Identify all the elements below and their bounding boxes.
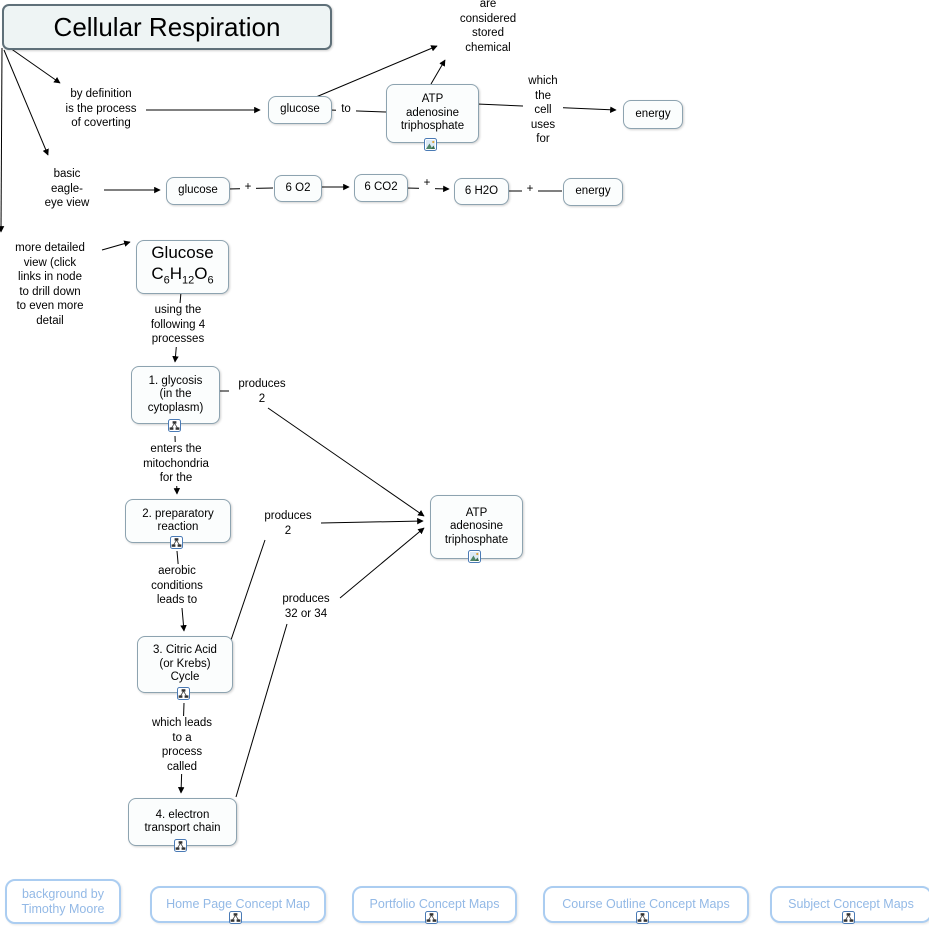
cmap-link-icon[interactable]: [170, 536, 183, 549]
link-title-to-bydefinition: [9, 47, 61, 84]
link-label-aerobic: aerobic conditions leads to: [143, 564, 211, 608]
cmap-link-icon[interactable]: [229, 911, 242, 924]
link-label-are-considered: are considered stored chemical: [450, 0, 526, 55]
link-produces2b-to-atp: [320, 517, 424, 525]
node-atp-detail[interactable]: ATP adenosine triphosphate: [430, 495, 523, 559]
link-label-produces-2a: produces 2: [230, 377, 294, 406]
link-label-plus-3: +: [522, 182, 538, 197]
link-label-to: to: [336, 102, 356, 117]
node-energy-top[interactable]: energy: [623, 100, 683, 129]
node-preparatory-reaction[interactable]: 2. preparatory reaction: [125, 499, 231, 543]
cmap-link-icon[interactable]: [636, 911, 649, 924]
cmap-link-icon[interactable]: [168, 419, 181, 432]
node-electron-transport-chain[interactable]: 4. electron transport chain: [128, 798, 237, 846]
link-label-more-detailed: more detailed view (click links in node …: [0, 241, 100, 328]
node-energy-equation[interactable]: energy: [563, 178, 623, 206]
background-credit-button[interactable]: background by Timothy Moore: [5, 879, 121, 924]
link-label-by-definition: by definition is the process of covertin…: [58, 87, 144, 131]
node-citric-acid-cycle[interactable]: 3. Citric Acid (or Krebs) Cycle: [137, 636, 233, 693]
node-glycolysis[interactable]: 1. glycosis (in the cytoplasm): [131, 366, 220, 424]
node-6o2[interactable]: 6 O2: [274, 175, 322, 202]
link-label-which-leads: which leads to a process called: [148, 716, 216, 774]
link-label-basic-view: basic eagle- eye view: [32, 167, 102, 211]
node-6co2[interactable]: 6 CO2: [354, 174, 408, 202]
image-resource-icon[interactable]: [424, 138, 437, 151]
link-title-to-basicview: [3, 49, 49, 156]
glucose-name: Glucose: [151, 243, 214, 263]
link-label-produces-32: produces 32 or 34: [274, 592, 338, 621]
node-glucose-top[interactable]: glucose: [268, 96, 332, 124]
link-electron-to-produces32: [235, 623, 288, 798]
link-moredetailed-to-glucosebig: [101, 240, 131, 251]
map-title: Cellular Respiration: [2, 4, 332, 50]
background-credit-label: background by Timothy Moore: [21, 886, 105, 916]
subject-label: Subject Concept Maps: [788, 897, 914, 911]
cmap-link-icon[interactable]: [842, 911, 855, 924]
link-label-which-cell-uses: which the cell uses for: [523, 74, 563, 147]
home-page-label: Home Page Concept Map: [166, 897, 310, 911]
link-title-to-moredetailed: [0, 47, 5, 233]
link-citric-to-produces2b: [230, 539, 266, 641]
node-glucose-equation[interactable]: glucose: [166, 177, 230, 205]
image-resource-icon[interactable]: [468, 550, 481, 563]
cmap-link-icon[interactable]: [174, 839, 187, 852]
link-label-plus-1: +: [240, 180, 256, 195]
link-atp-to-areconsidered: [430, 59, 446, 85]
course-outline-label: Course Outline Concept Maps: [562, 897, 730, 911]
node-6h2o[interactable]: 6 H2O: [454, 178, 509, 205]
link-produces2a-to-atp: [267, 407, 425, 517]
link-produces32-to-atp: [339, 527, 425, 599]
link-label-plus-2: +: [419, 176, 435, 191]
link-label-enters-mitochondria: enters the mitochondria for the: [134, 442, 218, 486]
link-label-using-processes: using the following 4 processes: [140, 303, 216, 347]
cmap-link-icon[interactable]: [425, 911, 438, 924]
node-glucose-detail[interactable]: Glucose C6H12O6: [136, 240, 229, 294]
link-label-produces-2b: produces 2: [256, 509, 320, 538]
node-atp-top[interactable]: ATP adenosine triphosphate: [386, 84, 479, 143]
glucose-formula: C6H12O6: [151, 264, 214, 287]
cmap-link-icon[interactable]: [177, 687, 190, 700]
portfolio-label: Portfolio Concept Maps: [369, 897, 500, 911]
